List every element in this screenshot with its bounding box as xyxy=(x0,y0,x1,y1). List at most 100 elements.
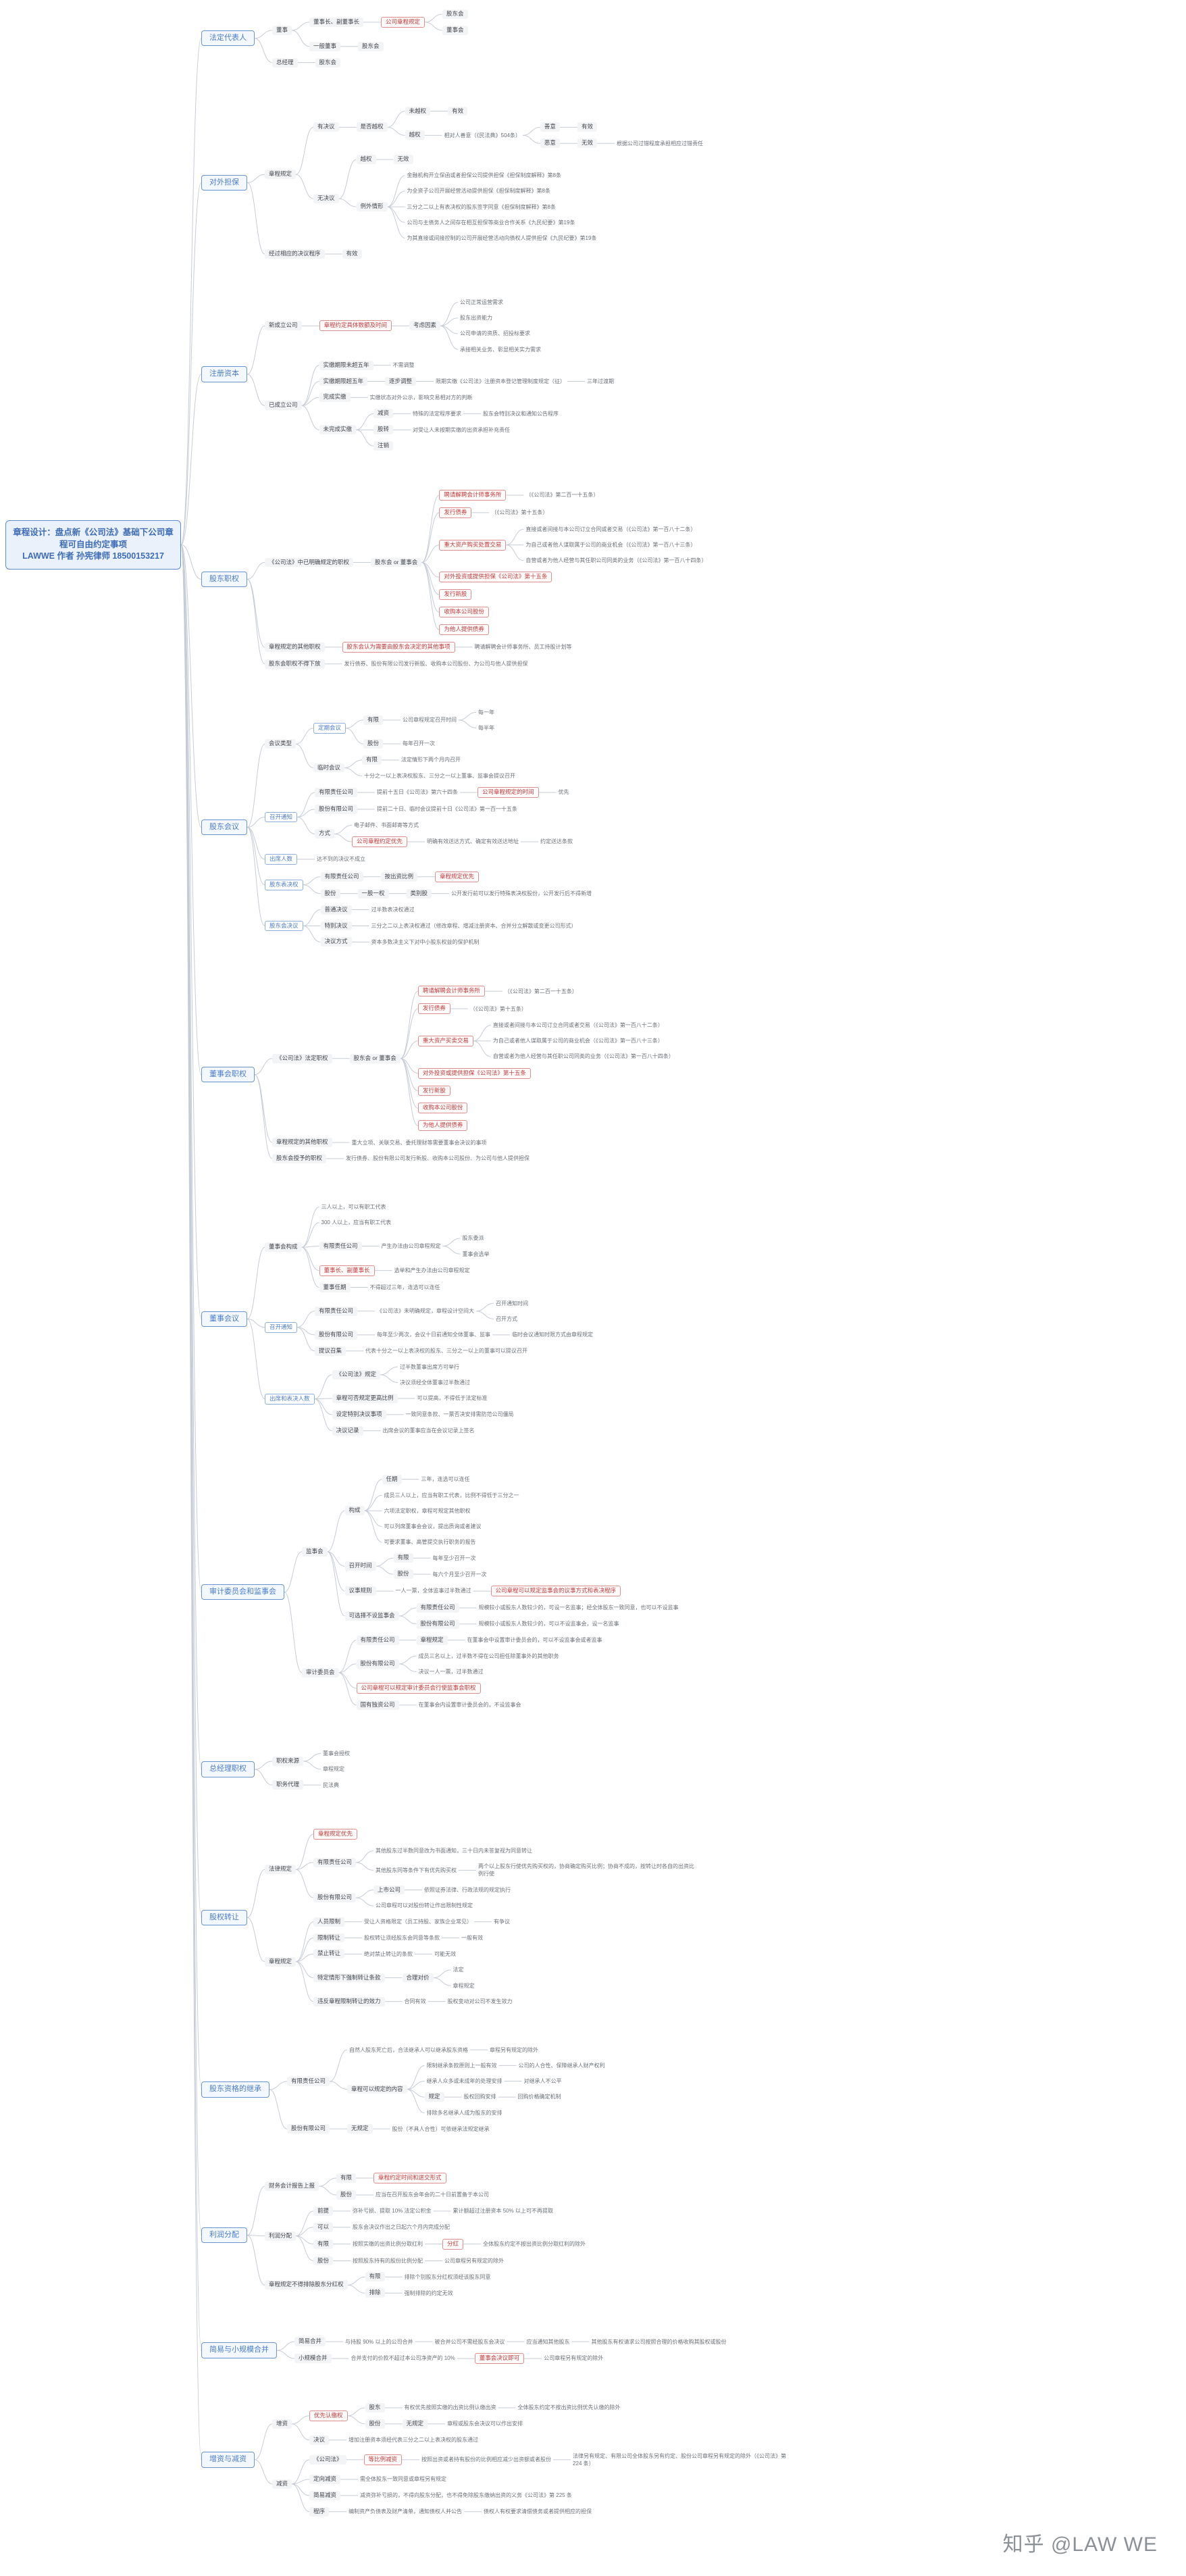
mindmap-node[interactable]: 合同有效 xyxy=(404,1998,426,2005)
mindmap-node[interactable]: 无效 xyxy=(393,155,413,165)
mindmap-node[interactable]: 决议方式 xyxy=(320,937,352,947)
mindmap-node[interactable]: 成员三名以上，过半数不得在公司担任除董事外的其他职务 xyxy=(418,1652,559,1659)
mindmap-node[interactable]: 股权变动对公司不发生效力 xyxy=(447,1998,513,2005)
mindmap-node[interactable]: 增加注册资本须经代表三分之二以上表决权的股东通过 xyxy=(349,2437,479,2444)
mindmap-node[interactable]: 股东会 xyxy=(442,9,468,19)
mindmap-node[interactable]: 构成 xyxy=(344,1506,365,1515)
mindmap-node[interactable]: 《公司法》法定职权 xyxy=(272,1053,332,1063)
mindmap-node[interactable]: 强制排除的约定无效 xyxy=(404,2290,453,2296)
mindmap-node[interactable]: 优先 xyxy=(558,789,569,796)
mindmap-node[interactable]: 根据公司过错程度承担相应过错责任 xyxy=(616,140,703,147)
mindmap-node[interactable]: 两个以上股东行使优先购买权的，协商确定购买比例；协商不成的，按转让时各自的出资比… xyxy=(478,1863,695,1877)
mindmap-node[interactable]: 股份 xyxy=(393,1569,413,1580)
mindmap-node[interactable]: 股东会授予的职权 xyxy=(272,1154,327,1163)
mindmap-node[interactable]: （《公司法》第二百一十五条） xyxy=(525,492,599,499)
mindmap-node[interactable]: 章程规定不得排除股东分红权 xyxy=(265,2280,348,2290)
mindmap-branch-node[interactable]: 增资与减资 xyxy=(201,2452,255,2468)
mindmap-node[interactable]: 特殊的法定程序要求 xyxy=(413,410,462,417)
mindmap-node[interactable]: 有限 xyxy=(363,715,384,725)
mindmap-highlight-node[interactable]: 对外投资或提供担保《公司法》第十五条 xyxy=(417,1067,531,1079)
mindmap-node[interactable]: （《公司法》第十五条） xyxy=(491,509,548,516)
mindmap-node[interactable]: 减资 xyxy=(272,2479,292,2489)
mindmap-node[interactable]: 方式 xyxy=(315,829,335,839)
mindmap-node[interactable]: 普通决议 xyxy=(320,905,352,915)
mindmap-node[interactable]: 越权 xyxy=(405,130,425,141)
mindmap-branch-node[interactable]: 利润分配 xyxy=(201,2227,247,2244)
mindmap-node[interactable]: 公司章程另有规定的除外 xyxy=(444,2257,505,2264)
mindmap-node[interactable]: 法定情形下两个月内召开 xyxy=(401,757,461,763)
mindmap-node[interactable]: 六项法定职权，章程可规定其他职权 xyxy=(384,1507,471,1514)
mindmap-node[interactable]: 法律规定 xyxy=(265,1865,296,1875)
mindmap-node[interactable]: 资本多数决主义下对中小股东权益的保护机制 xyxy=(371,938,480,945)
mindmap-node[interactable]: 其他股东同等条件下有优先购买权 xyxy=(376,1867,457,1873)
mindmap-node[interactable]: 股份有限公司 xyxy=(287,2124,330,2134)
mindmap-node[interactable]: 公司章程另有规定的除外 xyxy=(544,2355,604,2362)
mindmap-root-topic[interactable]: 章程设计：盘点新《公司法》基础下公司章程可自由约定事项 LAWWE 作者 孙宪律… xyxy=(5,520,181,570)
mindmap-node[interactable]: 无决议 xyxy=(313,194,339,204)
mindmap-node[interactable]: 有限责任公司 xyxy=(319,1241,362,1251)
mindmap-node[interactable]: 债权人有权要求清偿债务或者提供相应的担保 xyxy=(484,2508,592,2515)
mindmap-branch-node[interactable]: 审计委员会和监事会 xyxy=(201,1584,284,1600)
mindmap-node[interactable]: 不需调整 xyxy=(392,362,415,369)
mindmap-node[interactable]: 考虑因素 xyxy=(409,321,441,331)
mindmap-branch-node[interactable]: 股东会议 xyxy=(201,819,247,836)
mindmap-node[interactable]: 减资 xyxy=(373,409,394,419)
mindmap-node[interactable]: 可能无效 xyxy=(434,1950,457,1957)
mindmap-node[interactable]: 特定情形下强制转让条款 xyxy=(313,1973,385,1983)
mindmap-node[interactable]: 三分之二以上有表决权的股东签字同意《担保制度解释》第8条 xyxy=(407,203,556,210)
mindmap-node[interactable]: 股份 xyxy=(336,2190,357,2200)
mindmap-node[interactable]: 利润分配 xyxy=(265,2231,296,2241)
mindmap-node[interactable]: 是否越权 xyxy=(356,122,388,132)
mindmap-node[interactable]: 提前十五日《公司法》第六十四条 xyxy=(377,789,459,796)
mindmap-node[interactable]: 需全体股东一致同意或章程另有规定 xyxy=(360,2476,447,2483)
mindmap-node[interactable]: 过半数董事出席方可举行 xyxy=(400,1363,460,1370)
mindmap-node[interactable]: 按照股东持有的股份比例分配 xyxy=(353,2257,423,2264)
mindmap-node[interactable]: 股东会特别决议和通知公告程序 xyxy=(483,410,559,417)
mindmap-node[interactable]: 明确有效送达方式、确定有效送达地址 xyxy=(427,838,519,845)
mindmap-node[interactable]: 简易减资 xyxy=(309,2490,341,2500)
mindmap-node[interactable]: 董事任期 xyxy=(319,1282,351,1292)
mindmap-highlight-node[interactable]: 董事长、副董事长 xyxy=(319,1265,375,1276)
mindmap-node[interactable]: 董事会 xyxy=(442,25,468,35)
mindmap-node[interactable]: 十分之一以上表决权股东、三分之一以上董事、监事会提议召开 xyxy=(364,772,516,779)
mindmap-node[interactable]: 完成实缴 xyxy=(319,393,351,403)
mindmap-node[interactable]: 出席会议的董事应当在会议记录上签名 xyxy=(382,1428,475,1434)
mindmap-highlight-node[interactable]: 聘请解聘会计师事务所 xyxy=(439,490,507,501)
mindmap-node[interactable]: 直接或者间接与本公司订立合同或者交易（《公司法》第一百八十二条） xyxy=(492,1022,663,1029)
mindmap-node[interactable]: 公司申请的资质、招投标要求 xyxy=(460,330,531,337)
mindmap-node[interactable]: 股东委派 xyxy=(462,1235,484,1242)
mindmap-node[interactable]: 为全资子公司开展经营活动提供担保《担保制度解释》第8条 xyxy=(407,188,550,195)
mindmap-node[interactable]: 未越权 xyxy=(405,106,431,116)
mindmap-node[interactable]: 规定 xyxy=(424,2092,444,2102)
mindmap-node[interactable]: 有限责任公司 xyxy=(287,2076,330,2086)
mindmap-node[interactable]: 约定送达条款 xyxy=(540,838,573,845)
mindmap-node[interactable]: 决议记录 xyxy=(332,1425,363,1436)
mindmap-node[interactable]: 有决议 xyxy=(313,122,339,132)
mindmap-node[interactable]: 其他股东过半数同意改为书面通知，三十日内未答复视为同意转让 xyxy=(376,1848,533,1854)
mindmap-node[interactable]: 有限责任公司 xyxy=(315,788,358,797)
mindmap-node[interactable]: 章程规定 xyxy=(323,1766,345,1773)
mindmap-node[interactable]: 临时会议 xyxy=(313,763,345,773)
mindmap-highlight-node[interactable]: 公司章程可以规定监事会的议事方式和表决程序 xyxy=(490,1586,621,1597)
mindmap-node[interactable]: 简易合并 xyxy=(294,2337,326,2347)
mindmap-highlight-node[interactable]: 董事会决议即可 xyxy=(474,2353,525,2365)
mindmap-node[interactable]: 国有独资公司 xyxy=(356,1700,399,1710)
mindmap-node[interactable]: 规模较小或股东人数较少的，可以不设监事会，设一名监事 xyxy=(478,1621,619,1627)
mindmap-node[interactable]: 设定特别决议事项 xyxy=(332,1409,386,1419)
mindmap-node[interactable]: 公司章程规定召开时间 xyxy=(403,717,457,724)
mindmap-node[interactable]: 自营或者为他人经营与其任职公司同类的业务（《公司法》第一百八十四条） xyxy=(525,557,707,564)
mindmap-node[interactable]: 排除个别股东分红权须经该股东同意 xyxy=(404,2273,491,2280)
mindmap-highlight-node[interactable]: 对外投资或提供担保《公司法》第十五条 xyxy=(439,572,552,583)
mindmap-node[interactable]: 按照出资或者持有股份的比例相应减少出资额或者股份 xyxy=(421,2456,552,2463)
mindmap-node[interactable]: 发行债券、股份有限公司发行新股、收购本公司股份、为公司与他人提供担保 xyxy=(344,661,528,667)
mindmap-highlight-node[interactable]: 发行债券 xyxy=(417,1003,450,1015)
mindmap-node[interactable]: 股份 xyxy=(363,739,384,749)
mindmap-node[interactable]: 排除 xyxy=(365,2288,385,2298)
mindmap-node[interactable]: 股东会 xyxy=(315,57,341,68)
mindmap-branch-node[interactable]: 简易与小规模合并 xyxy=(201,2342,277,2358)
mindmap-node[interactable]: 股东会 or 董事会 xyxy=(349,1053,401,1063)
mindmap-node[interactable]: 股权回购安排 xyxy=(463,2094,496,2100)
mindmap-highlight-node[interactable]: 发行新股 xyxy=(417,1085,450,1096)
mindmap-node[interactable]: 章程规定 xyxy=(265,170,296,180)
mindmap-node[interactable]: 不得超过三年，连选可以连任 xyxy=(369,1284,440,1290)
